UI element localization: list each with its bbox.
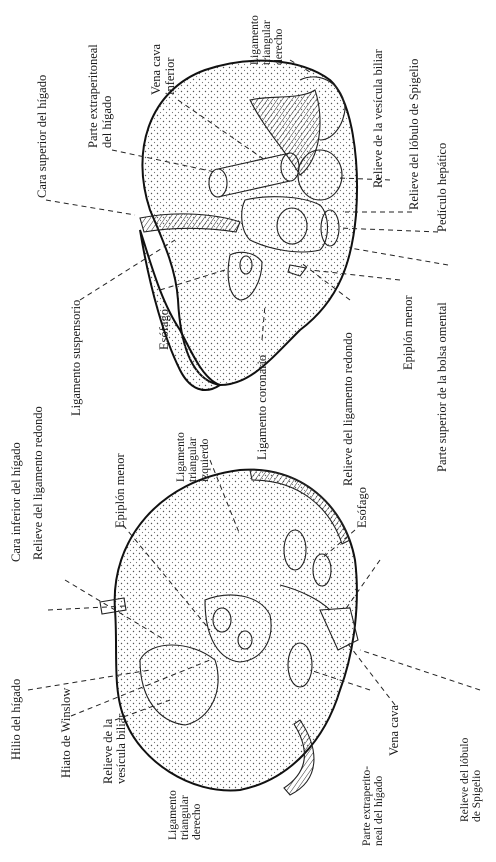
label-hiato-winslow: Hiato de Winslow xyxy=(59,688,73,778)
label-epiplon-menor-upper: Epiplón menor xyxy=(401,295,415,370)
label-relieve-spigelio-lower: Relieve del lóbulo de Spigelio xyxy=(459,735,483,822)
label-relieve-vesicula-upper: Relieve de la vesícula biliar xyxy=(371,48,385,188)
label-pediculo-hepatico: Pedículo hepático xyxy=(435,143,449,232)
label-vena-cava-inferior: Vena cava inferior xyxy=(149,41,177,95)
label-vena-cava-lower: Vena cava xyxy=(387,705,401,756)
label-relieve-vesicula-lower: Relieve de la vesícula biliar xyxy=(101,713,128,784)
label-ligamento-suspensorio: Ligamento suspensorio xyxy=(69,300,83,416)
label-cara-superior: Cara superior del hígado xyxy=(35,75,49,198)
lower-liver-figure xyxy=(100,470,358,795)
label-relieve-spigelio-upper: Relieve del lóbulo de Spigelio xyxy=(407,59,421,210)
label-parte-extraperitoneal-upper: Parte extraperitoneal del hígado xyxy=(86,41,114,148)
label-hilio: Hilio del hígado xyxy=(9,679,23,760)
label-cara-inferior: Cara inferior del hígado xyxy=(9,442,23,562)
label-relieve-ligamento-redondo-lower: Relieve del ligamento redondo xyxy=(31,406,45,560)
label-relieve-ligamento-redondo-upper: Relieve del ligamento redondo xyxy=(341,332,355,486)
lower-liver-outline xyxy=(115,470,357,791)
label-ligamento-triangular-izquierdo: Ligamento triangular izquierdo xyxy=(175,429,211,482)
label-bolsa-omental: Parte superior de la bolsa omental xyxy=(435,302,449,472)
label-esofago-lower: Esófago xyxy=(355,487,369,528)
upper-spigelian-relief xyxy=(298,150,342,200)
upper-liver-figure xyxy=(140,61,357,390)
label-ligamento-triangular-derecho-lower: Ligamento triangular derecho xyxy=(167,787,203,840)
label-epiplon-menor-lower: Epiplón menor xyxy=(113,453,127,528)
label-esofago-upper: Esófago xyxy=(157,309,171,350)
label-ligamento-triangular-derecho-upper: Ligamento triangular derecho xyxy=(249,12,285,65)
label-parte-extraperitoneal-lower: Parte extraperito- neal del hígado xyxy=(361,763,385,846)
label-ligamento-coronario: Ligamento coronario xyxy=(255,355,269,460)
